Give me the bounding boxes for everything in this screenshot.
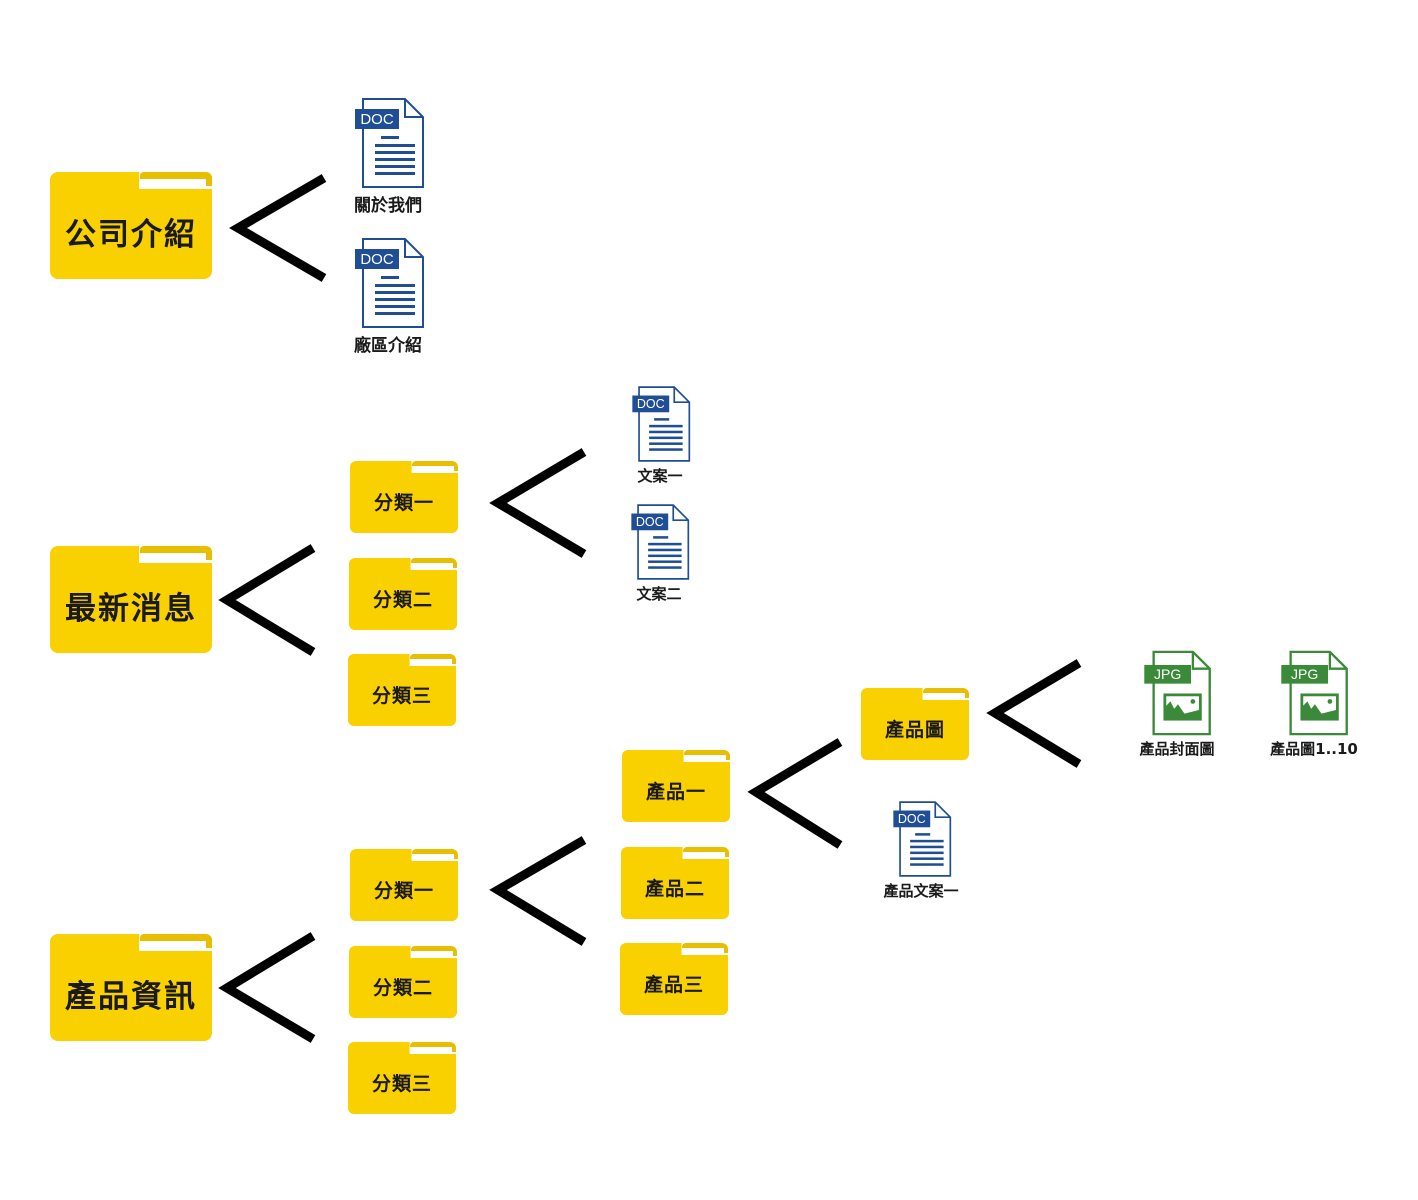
file-name: 文案一 bbox=[637, 467, 683, 485]
file-product-images-1-10[interactable]: JPG 產品圖1..10 bbox=[1254, 650, 1374, 759]
folder-news-category-1[interactable]: 分類一 bbox=[350, 461, 458, 533]
folder-label: 公司介紹 bbox=[65, 217, 197, 253]
folder-product-1[interactable]: 產品一 bbox=[622, 750, 730, 822]
file-name: 關於我們 bbox=[354, 196, 422, 216]
folder-label: 最新消息 bbox=[65, 591, 197, 627]
folder-company-intro[interactable]: 公司介紹 bbox=[50, 172, 212, 279]
file-copy-2[interactable]: DOC 文案二 bbox=[619, 503, 699, 604]
file-copy-1[interactable]: DOC 文案一 bbox=[620, 385, 700, 486]
file-product-copy-1[interactable]: DOC 產品文案一 bbox=[876, 800, 966, 901]
folder-label: 分類二 bbox=[372, 977, 433, 999]
folder-label: 分類一 bbox=[373, 492, 434, 514]
chevron-company-intro bbox=[229, 174, 327, 282]
folder-label: 產品二 bbox=[644, 878, 705, 900]
doc-file-icon: DOC bbox=[893, 801, 952, 877]
chevron-products-cat1 bbox=[489, 836, 587, 946]
folder-product-2[interactable]: 產品二 bbox=[621, 847, 729, 919]
folder-label: 分類二 bbox=[372, 589, 433, 611]
file-name: 產品圖1..10 bbox=[1270, 740, 1358, 758]
chevron-products bbox=[218, 932, 316, 1043]
file-about-us[interactable]: DOC 關於我們 bbox=[348, 97, 428, 216]
folder-label: 產品一 bbox=[645, 781, 706, 803]
chevron-product-images bbox=[986, 659, 1082, 768]
svg-text:JPG: JPG bbox=[1291, 666, 1318, 682]
folder-label: 產品圖 bbox=[884, 719, 945, 741]
chevron-news-cat1 bbox=[489, 448, 587, 558]
chevron-product1 bbox=[747, 738, 843, 849]
svg-text:DOC: DOC bbox=[898, 812, 926, 826]
file-name: 產品封面圖 bbox=[1139, 740, 1215, 758]
folder-label: 產品資訊 bbox=[65, 979, 197, 1015]
jpg-file-icon: JPG bbox=[1144, 650, 1211, 736]
doc-file-icon: DOC bbox=[631, 504, 690, 580]
folder-label: 分類一 bbox=[373, 880, 434, 902]
jpg-file-icon: JPG bbox=[1281, 650, 1348, 736]
doc-file-icon: DOC bbox=[355, 238, 424, 328]
folder-news-category-2[interactable]: 分類二 bbox=[349, 558, 457, 630]
folder-label: 產品三 bbox=[643, 974, 704, 996]
doc-file-icon: DOC bbox=[632, 386, 691, 462]
folder-news[interactable]: 最新消息 bbox=[50, 546, 212, 653]
folder-products[interactable]: 產品資訊 bbox=[50, 934, 212, 1041]
folder-label: 分類三 bbox=[371, 1073, 432, 1095]
file-name: 產品文案一 bbox=[883, 882, 959, 900]
file-product-cover-image[interactable]: JPG 產品封面圖 bbox=[1122, 650, 1232, 759]
svg-text:DOC: DOC bbox=[636, 515, 664, 529]
svg-text:DOC: DOC bbox=[360, 251, 394, 268]
file-name: 廠區介紹 bbox=[354, 336, 422, 356]
chevron-news bbox=[218, 544, 316, 656]
folder-products-category-2[interactable]: 分類二 bbox=[349, 946, 457, 1018]
doc-file-icon: DOC bbox=[355, 98, 424, 188]
folder-product-3[interactable]: 產品三 bbox=[620, 943, 728, 1015]
folder-label: 分類三 bbox=[371, 685, 432, 707]
folder-products-category-3[interactable]: 分類三 bbox=[348, 1042, 456, 1114]
file-factory-intro[interactable]: DOC 廠區介紹 bbox=[348, 237, 428, 356]
folder-product-images[interactable]: 產品圖 bbox=[861, 688, 969, 760]
folder-products-category-1[interactable]: 分類一 bbox=[350, 849, 458, 921]
svg-text:JPG: JPG bbox=[1154, 666, 1181, 682]
file-name: 文案二 bbox=[636, 585, 682, 603]
svg-text:DOC: DOC bbox=[637, 397, 665, 411]
folder-news-category-3[interactable]: 分類三 bbox=[348, 654, 456, 726]
svg-text:DOC: DOC bbox=[360, 111, 394, 128]
